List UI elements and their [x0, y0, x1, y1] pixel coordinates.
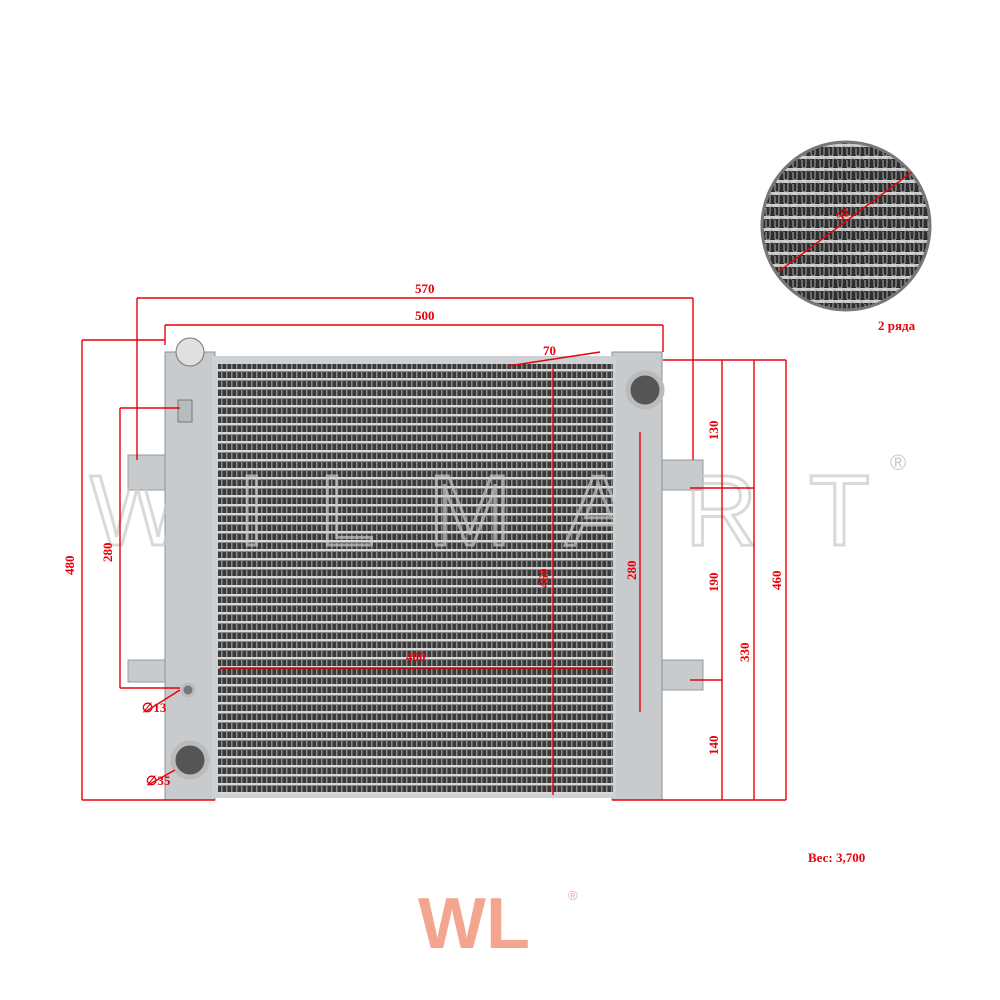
upper-outlet-pipe — [625, 370, 665, 410]
label-570: 570 — [415, 281, 435, 296]
label-70: 70 — [543, 343, 556, 358]
core — [218, 364, 613, 794]
label-core-height: 460 — [536, 569, 551, 589]
label-right-280: 280 — [624, 561, 639, 581]
label-140: 140 — [706, 736, 721, 756]
label-right-460: 460 — [769, 571, 784, 591]
watermark-registered: ® — [890, 450, 906, 475]
svg-text:WL: WL — [418, 884, 530, 964]
drain-pipe — [180, 682, 196, 698]
dimension-lines — [81, 297, 787, 801]
label-190: 190 — [706, 573, 721, 593]
weight-label: Вес: 3,700 — [808, 850, 865, 865]
right-upper-bracket — [657, 459, 704, 491]
label-d35: ∅35 — [146, 773, 171, 788]
rows-label: 2 ряда — [878, 318, 916, 333]
label-330: 330 — [737, 643, 752, 663]
radiator-cap — [175, 337, 205, 367]
right-lower-bracket — [657, 659, 704, 691]
svg-text:®: ® — [568, 888, 578, 903]
label-480: 480 — [62, 556, 77, 576]
overflow-pipe — [177, 399, 193, 423]
label-400: 400 — [406, 649, 426, 664]
left-tank — [164, 351, 216, 801]
right-tank — [611, 351, 663, 801]
radiator-photo — [127, 337, 704, 801]
wl-logo: WL ® — [418, 884, 578, 964]
label-130: 130 — [706, 421, 721, 441]
label-left-280: 280 — [100, 543, 115, 563]
core-detail-inset: 50 2 ряда — [760, 140, 932, 333]
label-500: 500 — [415, 308, 435, 323]
lower-inlet-pipe — [170, 740, 210, 780]
label-d13: ∅13 — [142, 700, 167, 715]
dimension-labels: 570 500 70 460 400 280 280 480 130 190 3… — [62, 281, 784, 788]
